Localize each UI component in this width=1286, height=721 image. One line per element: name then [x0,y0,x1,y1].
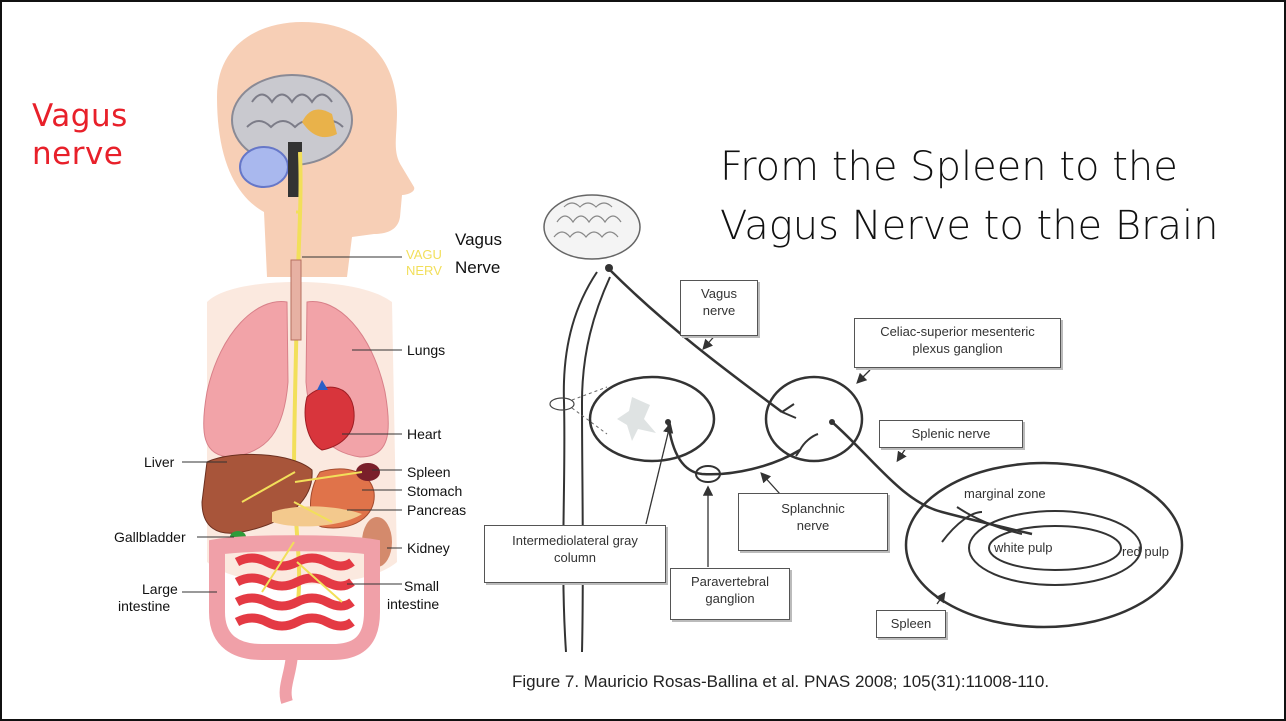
label-small-intestine-1: Small [404,578,439,594]
splanchnic-box-line1: Splanchnic [739,500,887,517]
splanchnic-box-line2: nerve [739,517,887,534]
label-large-intestine-2: intestine [118,598,170,614]
label-lungs: Lungs [407,342,445,358]
figure-caption: Figure 7. Mauricio Rosas-Ballina et al. … [512,672,1049,692]
celiac-box-line1: Celiac-superior mesenteric [855,323,1060,340]
label-liver: Liver [144,454,174,470]
anatomy-illustration: Vagus nerve VAGU NERV Vagus Nerve Lungs … [2,2,522,719]
splenic-nerve-box-label: Splenic nerve [880,421,1022,447]
label-pancreas: Pancreas [407,502,466,518]
faint-vagus-label-line2: NERV [406,263,442,278]
paravertebral-box-line2: ganglion [671,590,789,607]
label-stomach: Stomach [407,483,462,499]
label-small-intestine-2: intestine [387,596,439,612]
vagus-nerve-box-line1: Vagus [681,285,757,302]
faint-vagus-label-line1: VAGU [406,247,442,262]
cerebellum [240,147,288,187]
paravertebral-box-line1: Paravertebral [671,573,789,590]
white-pulp-label: white pulp [994,540,1053,555]
vagus-nerve-box-line2: nerve [681,302,757,319]
intermediolateral-circle [590,377,714,461]
celiac-ganglion-box: Celiac-superior mesenteric plexus gangli… [854,318,1061,368]
label-heart: Heart [407,426,441,442]
celiac-ganglion-circle [766,377,862,461]
imlgc-box-line2: column [485,549,665,566]
label-large-intestine-1: Large [142,581,178,597]
spleen-box-label: Spleen [877,611,945,637]
splanchnic-nerve-box: Splanchnic nerve [738,493,888,551]
celiac-box-line2: plexus ganglion [855,340,1060,357]
pathway-diagram: Vagus nerve Celiac-superior mesenteric p… [482,182,1282,652]
vagus-heading-line2: nerve [32,135,123,173]
rectum [286,652,292,702]
imlgc-box: Intermediolateral gray column [484,525,666,583]
marginal-zone-label: marginal zone [964,486,1046,501]
brain-sketch [544,195,640,272]
spleen-box: Spleen [876,610,946,638]
red-pulp-label: red pulp [1122,544,1169,559]
paravertebral-box: Paravertebral ganglion [670,568,790,620]
imlgc-box-line1: Intermediolateral gray [485,532,665,549]
splenic-nerve-box: Splenic nerve [879,420,1023,448]
trachea [291,260,301,340]
label-kidney: Kidney [407,540,450,556]
vagus-nerve-box: Vagus nerve [680,280,758,336]
spinal-cord-right [582,277,610,652]
label-gallbladder: Gallbladder [114,529,186,545]
label-spleen: Spleen [407,464,451,480]
vagus-heading-line1: Vagus [32,97,128,135]
